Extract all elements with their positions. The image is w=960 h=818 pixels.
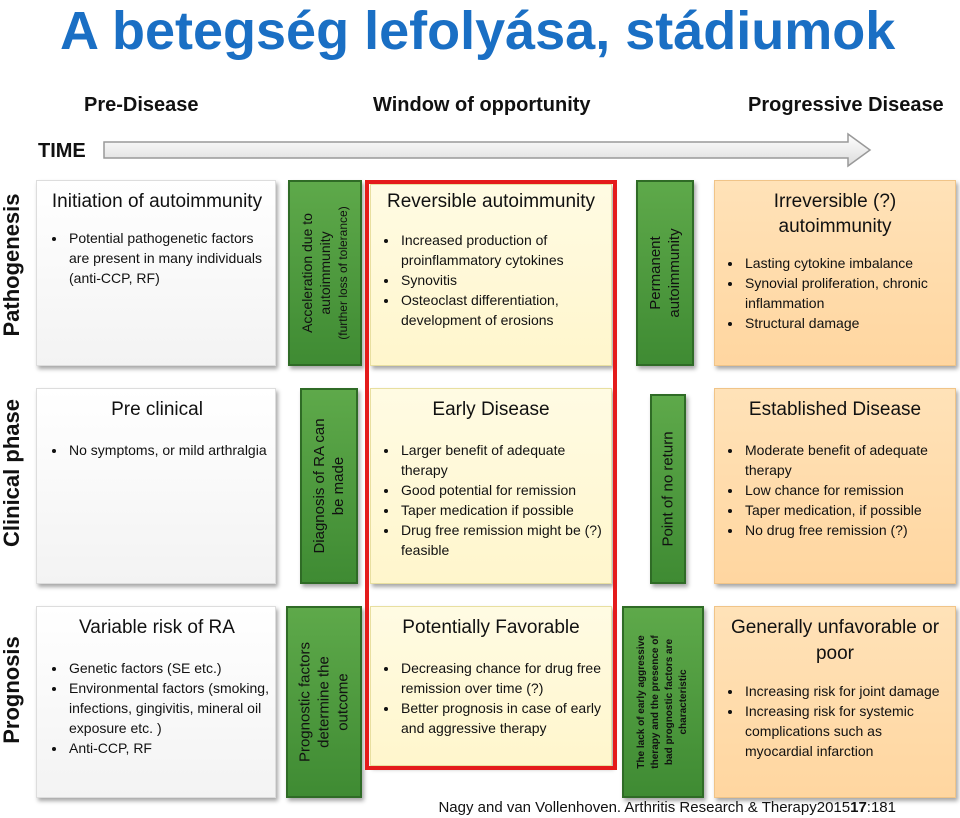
prognosis-transition-lack-of-therapy: The lack of early aggressive therapy and… [622,606,704,798]
list-item: Lasting cytokine imbalance [743,253,949,273]
list-item: Increasing risk for systemic complicatio… [743,701,949,761]
clinical-transition-diagnosis: Diagnosis of RA can be made [300,388,358,584]
transition-line: outcome [334,673,352,731]
transition-line: Point of no return [659,431,677,547]
list-item: Moderate benefit of adequate therapy [743,440,949,480]
citation-page: :181 [866,799,896,816]
pathogenesis-initiation-box: Initiation of autoimmunity Potential pat… [36,180,276,366]
clinical-established-disease-box: Established Disease Moderate benefit of … [714,388,956,584]
clinical-preclinical-box: Pre clinical No symptoms, or mild arthra… [36,388,276,584]
header-window-of-opportunity: Window of opportunity [373,94,591,116]
box-title: Pre clinical [111,399,203,420]
transition-line: be made [330,456,347,516]
header-progressive-disease: Progressive Disease [748,94,944,116]
pathogenesis-transition-permanent: Permanent autoimmunity [636,180,694,366]
citation-text: Nagy and van Vollenhoven. Arthritis Rese… [438,799,851,816]
clinical-early-disease-box: Early Disease Larger benefit of adequate… [370,388,612,584]
list-item: Potential pathogenetic factors are prese… [67,228,269,288]
prognosis-variable-risk-box: Variable risk of RA Genetic factors (SE … [36,606,276,798]
list-item: Synovial proliferation, chronic inflamma… [743,273,949,313]
transition-line: The lack of early aggressive [636,635,647,769]
box-title: Established Disease [748,399,922,420]
row-label-pathogenesis: Pathogenesis [0,193,24,337]
transition-line: Diagnosis of RA can [311,418,328,554]
list-item: Good potential for remission [399,480,605,500]
transition-line: autoimmunity [317,231,333,315]
transition-line: autoimmunity [666,228,683,318]
transition-line: Permanent [647,236,664,310]
box-title: Potentially Favorable [402,617,580,638]
box-title: Early Disease [432,399,550,420]
citation: Nagy and van Vollenhoven. Arthritis Rese… [438,799,896,816]
list-item: Low chance for remission [743,480,949,500]
clinical-transition-point-of-no-return: Point of no return [650,394,686,584]
slide-title: A betegség lefolyása, stádiumok [60,1,896,61]
list-item: Drug free remission might be (?) feasibl… [399,520,605,560]
prognosis-unfavorable-box: Generally unfavorable or poor Increasing… [714,606,956,798]
transition-line: therapy and the presence of [650,635,661,769]
list-item: Taper medication, if possible [743,500,949,520]
box-title: Generally unfavorable or poor [730,617,940,664]
list-item: No symptoms, or mild arthralgia [67,440,269,460]
pathogenesis-reversible-box: Reversible autoimmunity Increased produc… [370,184,612,366]
window-highlight-frame [365,180,617,770]
citation-volume: 17 [850,799,867,816]
list-item: Taper medication if possible [399,500,605,520]
list-item: Better prognosis in case of early and ag… [399,698,605,738]
header-pre-disease: Pre-Disease [84,94,199,116]
list-item: Osteoclast differentiation, development … [399,290,605,330]
prognosis-transition-prognostic-factors: Prognostic factors determine the outcome [286,606,362,798]
transition-line: characteristic [678,669,689,735]
prognosis-potentially-favorable-box: Potentially Favorable Decreasing chance … [370,606,612,766]
list-item: Increasing risk for joint damage [743,681,949,701]
list-item: Structural damage [743,313,949,333]
time-arrow-icon [103,132,872,168]
list-item: Decreasing chance for drug free remissio… [399,658,605,698]
box-title: Variable risk of RA [79,617,235,638]
pathogenesis-transition-acceleration: Acceleration due to autoimmunity (furthe… [288,180,362,366]
list-item: Genetic factors (SE etc.) [67,658,269,678]
transition-line: Prognostic factors [296,641,314,763]
list-item: Environmental factors (smoking, infectio… [67,678,269,738]
row-label-clinical-phase: Clinical phase [0,399,24,547]
list-item: No drug free remission (?) [743,520,949,540]
time-label: TIME [38,140,86,162]
box-title: Irreversible (?) autoimmunity [773,191,897,237]
list-item: Increased production of proinflammatory … [399,230,605,270]
transition-line: determine the [315,656,333,748]
list-item: Larger benefit of adequate therapy [399,440,605,480]
transition-line: Acceleration due to [299,213,315,333]
box-title: Initiation of autoimmunity [51,191,263,212]
transition-line: (further loss of tolerance) [336,206,350,340]
row-label-prognosis: Prognosis [0,636,24,744]
pathogenesis-irreversible-box: Irreversible (?) autoimmunity Lasting cy… [714,180,956,366]
transition-line: bad prognostic factors are [664,638,675,766]
box-title: Reversible autoimmunity [386,191,596,212]
list-item: Synovitis [399,270,605,290]
list-item: Anti-CCP, RF [67,738,269,758]
